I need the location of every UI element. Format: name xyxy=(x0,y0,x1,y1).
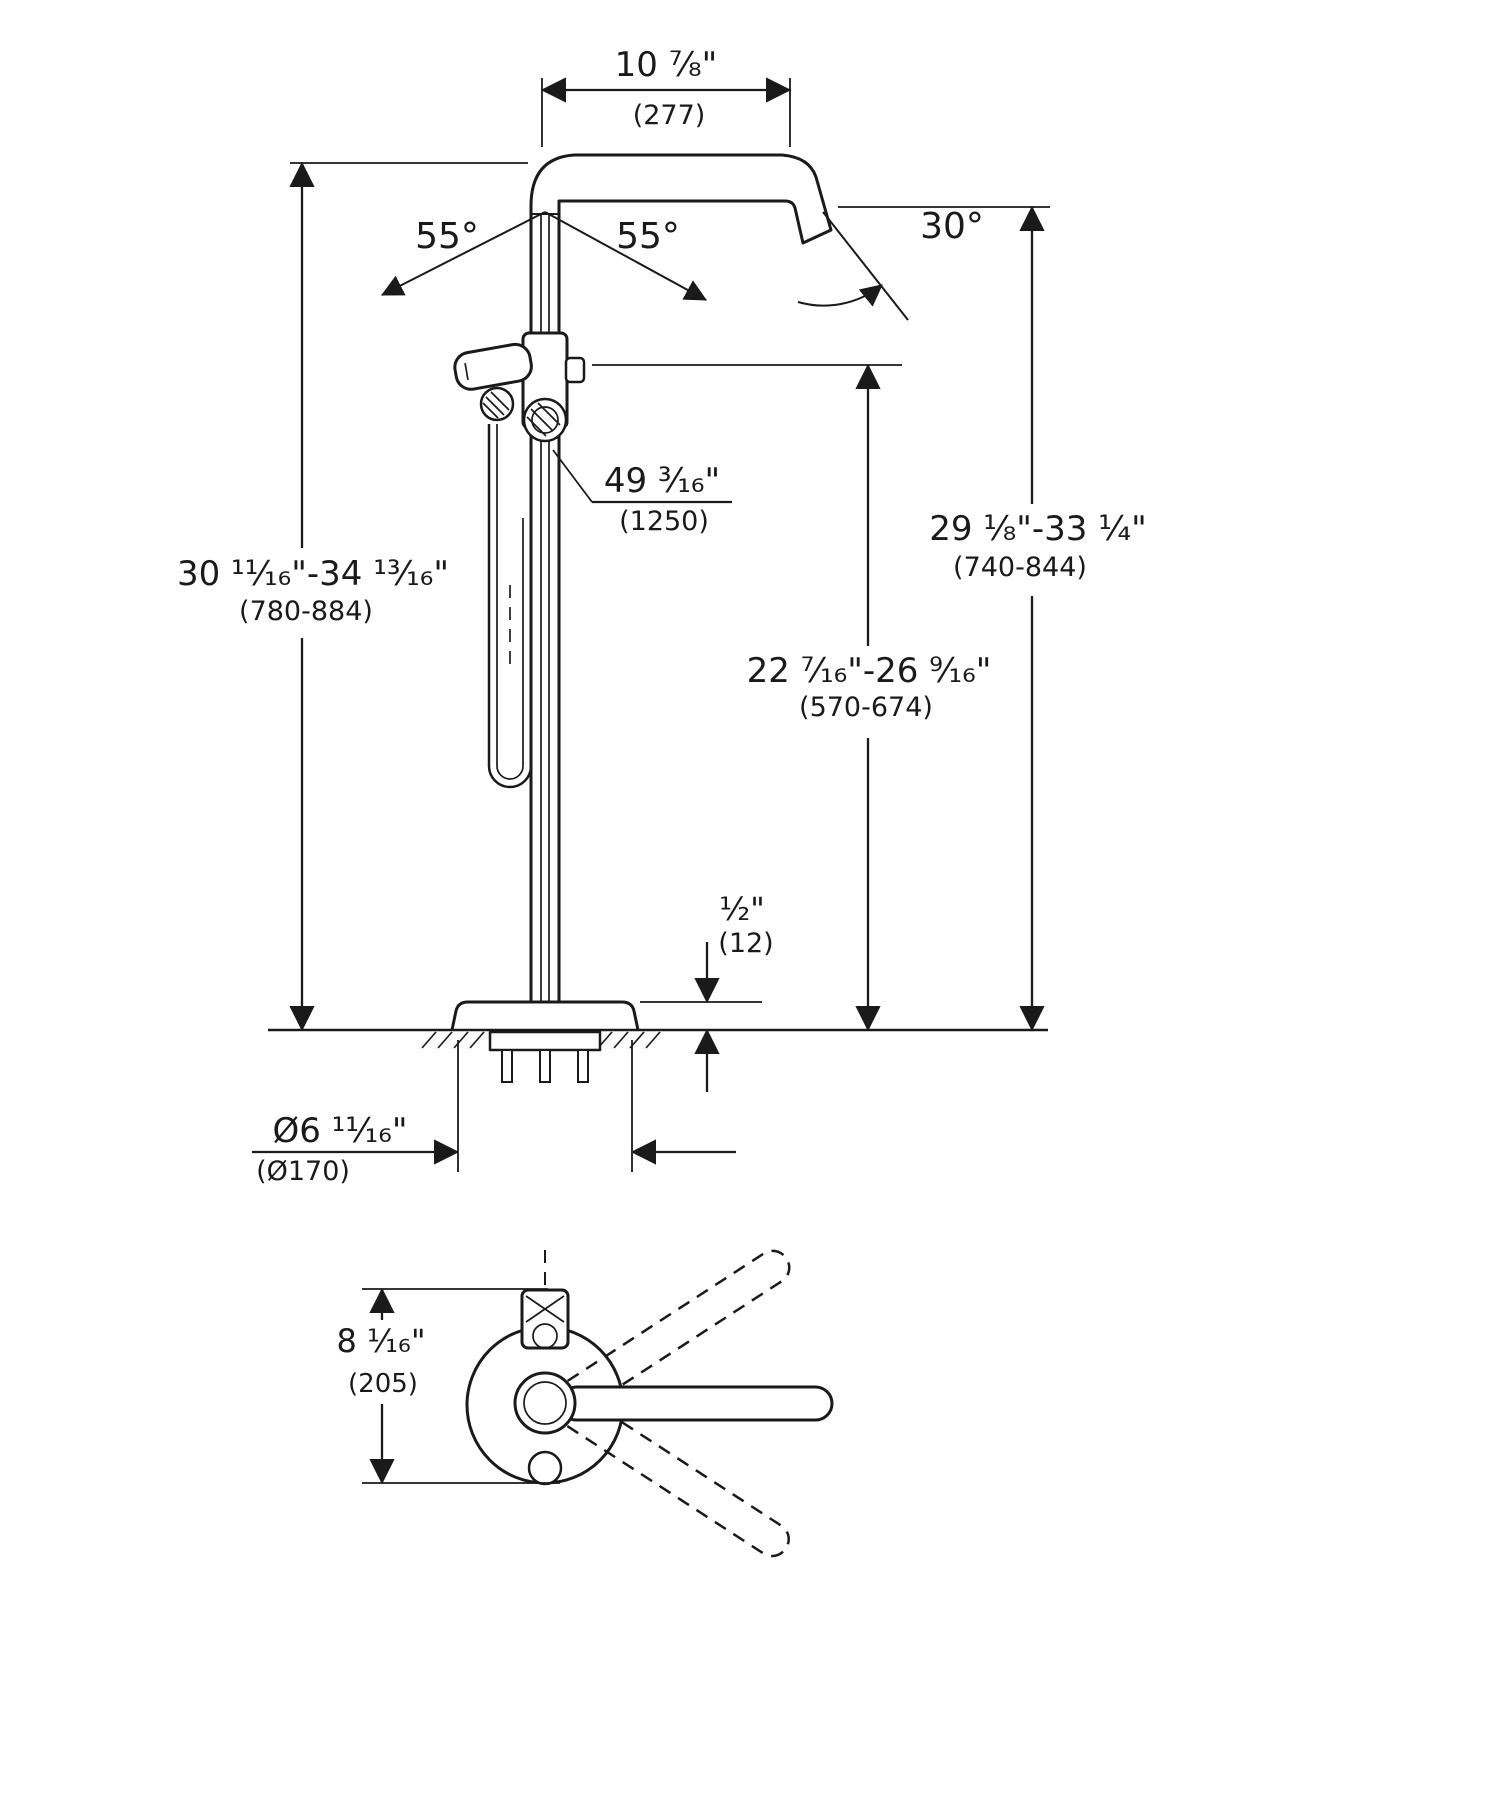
dim-hose-length-metric: (1250) xyxy=(619,506,709,537)
label-background xyxy=(912,504,1164,596)
thread-hatch xyxy=(526,416,547,437)
dim-overall-height-imperial: 30 ¹¹⁄₁₆"-34 ¹³⁄₁₆" xyxy=(177,554,449,594)
diverter-ring-outer xyxy=(522,397,568,443)
hose-connection-ring xyxy=(479,386,515,422)
dim-spout-angle: 30° xyxy=(920,206,984,247)
hose-outer xyxy=(487,424,533,789)
label-background xyxy=(740,646,998,738)
section-hatch xyxy=(525,1295,565,1323)
spout-angle-indication xyxy=(797,211,909,321)
dim-handle-projection-metric: (205) xyxy=(348,1369,418,1399)
dim-hose-length: 49 ³⁄₁₆" (1250) xyxy=(552,449,732,537)
mounting-flange xyxy=(488,1030,602,1052)
hatch-tick xyxy=(453,1031,469,1049)
hand-shower-detail-line xyxy=(464,363,469,381)
handle-swing-lines xyxy=(381,211,707,301)
hand-shower-hose xyxy=(487,424,533,789)
base-plate xyxy=(450,1000,640,1031)
mounting-stud xyxy=(539,1049,551,1083)
hand-shower-port xyxy=(527,1450,563,1486)
dimensions: 10 ⁷⁄₈" (277) 55° 55° 30° 49 ³⁄₁₆" (1250… xyxy=(164,45,1164,1187)
dim-spout-reach-metric: (277) xyxy=(633,100,706,131)
angle-arc xyxy=(797,284,883,307)
hatch-tick xyxy=(437,1031,453,1049)
diverter-knob xyxy=(564,356,586,384)
dim-overall-height-metric: (780-884) xyxy=(239,596,373,627)
hose-inner xyxy=(496,424,524,780)
thread-hatch xyxy=(530,408,554,432)
dim-handle-swing-left: 55° xyxy=(415,216,479,257)
dim-base-diameter-metric: (Ø170) xyxy=(256,1156,350,1187)
lever-position-down xyxy=(558,1394,790,1558)
spout-section-bore xyxy=(532,1323,558,1349)
mounting-stud xyxy=(577,1049,589,1083)
dim-plate-thickness: ¹⁄₂" (12) xyxy=(640,890,774,1092)
stream-direction-line xyxy=(822,211,909,321)
pivot-inner xyxy=(523,1381,567,1425)
dim-body-height: 22 ⁷⁄₁₆"-26 ⁹⁄₁₆" (570-674) xyxy=(592,363,998,1032)
spout-cross-section xyxy=(520,1288,570,1350)
dim-outlet-height: 29 ¹⁄₈"-33 ¹⁄₄" (740-844) xyxy=(838,205,1164,1032)
thread-hatch xyxy=(490,391,510,411)
label-background xyxy=(164,548,462,638)
hand-shower-body xyxy=(453,342,533,391)
lever-swing-positions xyxy=(558,1249,791,1558)
leader-line xyxy=(552,449,593,503)
hatch-tick xyxy=(421,1031,437,1049)
dim-plate-thickness-imperial: ¹⁄₂" xyxy=(719,890,765,928)
lever-position-up xyxy=(559,1249,791,1413)
dim-base-diameter: Ø6 ¹¹⁄₁₆" (Ø170) xyxy=(252,1040,736,1187)
floor-hatching xyxy=(421,1031,661,1049)
dim-handle-projection-imperial: 8 ¹⁄₁₆" xyxy=(336,1322,425,1360)
dim-outlet-height-imperial: 29 ¹⁄₈"-33 ¹⁄₄" xyxy=(929,509,1147,549)
dim-outlet-height-metric: (740-844) xyxy=(953,552,1087,583)
thread-hatch xyxy=(485,396,505,416)
top-view: 8 ¹⁄₁₆" (205) xyxy=(328,1249,834,1558)
diverter-ring xyxy=(522,397,568,443)
spout-and-standpipe-outline xyxy=(529,153,833,1003)
hatch-tick xyxy=(613,1031,629,1049)
dim-spout-reach: 10 ⁷⁄₈" (277) xyxy=(540,45,792,147)
dim-spout-reach-imperial: 10 ⁷⁄₈" xyxy=(615,45,718,85)
label-background xyxy=(328,1320,436,1404)
dim-handle-projection: 8 ¹⁄₁₆" (205) xyxy=(328,1287,560,1485)
front-view xyxy=(268,153,1048,1083)
dim-body-height-imperial: 22 ⁷⁄₁₆"-26 ⁹⁄₁₆" xyxy=(747,651,992,691)
connection-ring-outer xyxy=(479,386,515,422)
dim-hose-length-imperial: 49 ³⁄₁₆" xyxy=(604,461,720,501)
diverter-ring-inner xyxy=(531,406,559,434)
thread-hatch xyxy=(537,402,561,426)
thread-hatch xyxy=(482,402,499,419)
swing-line-left xyxy=(381,211,546,296)
mounting-hardware xyxy=(488,1030,602,1083)
hatch-tick xyxy=(469,1031,485,1049)
dim-base-diameter-imperial: Ø6 ¹¹⁄₁₆" xyxy=(272,1111,407,1151)
dim-body-height-metric: (570-674) xyxy=(799,692,933,723)
hand-shower-cradle xyxy=(453,342,533,391)
lever-handle xyxy=(558,1385,834,1422)
dim-overall-height: 30 ¹¹⁄₁₆"-34 ¹³⁄₁₆" (780-884) xyxy=(164,161,528,1032)
mounting-stud xyxy=(501,1049,513,1083)
dim-handle-swing-right: 55° xyxy=(616,216,680,257)
hatch-tick xyxy=(645,1031,661,1049)
swing-line-right xyxy=(544,211,707,301)
dim-plate-thickness-metric: (12) xyxy=(718,928,773,959)
lever-pivot xyxy=(513,1371,577,1435)
